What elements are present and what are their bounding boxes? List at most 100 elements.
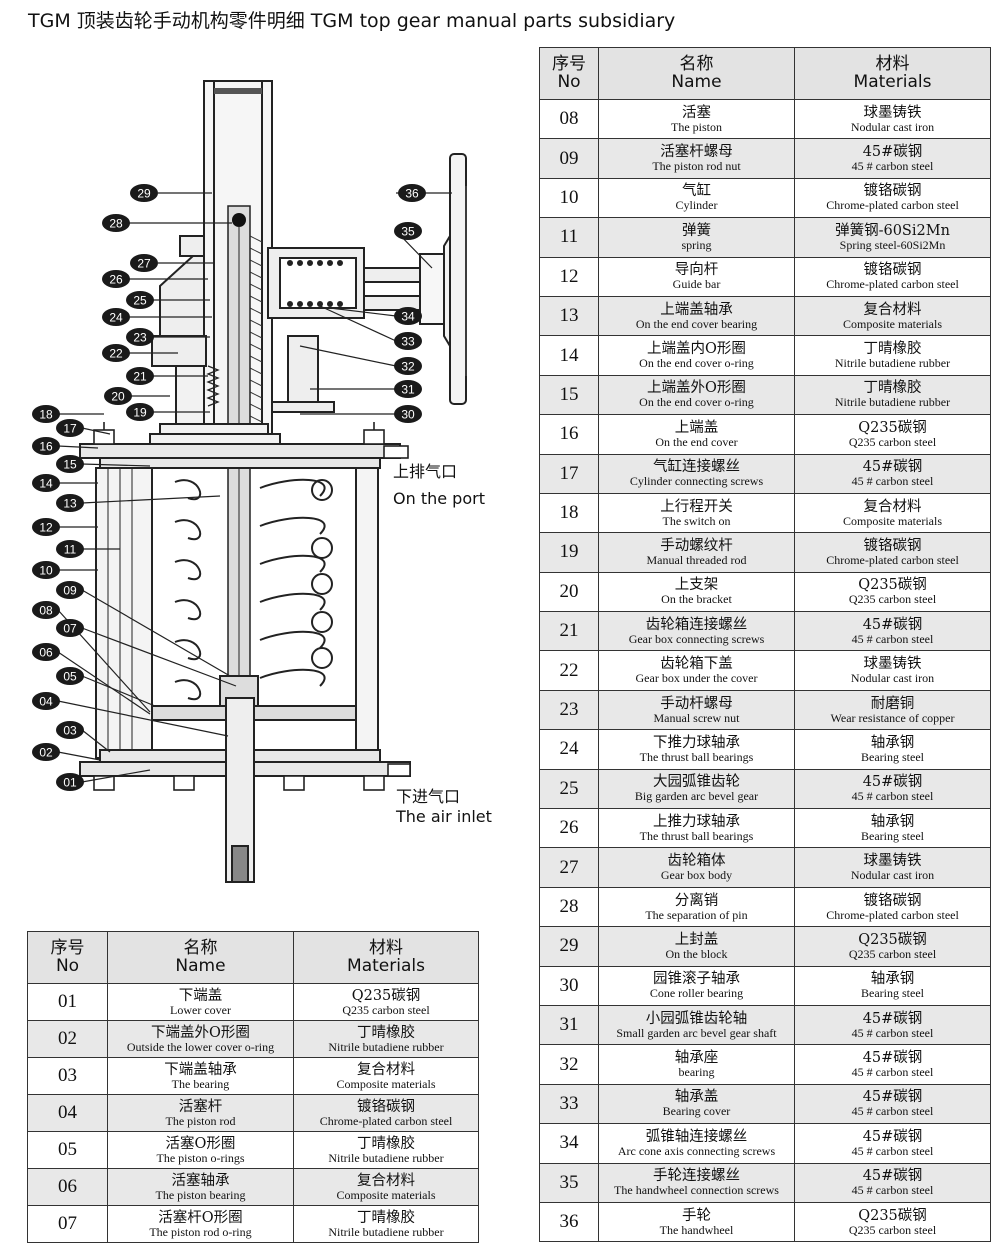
part-material-cn: 轴承钢 (870, 734, 915, 751)
part-material-en: Nitrile butadiene rubber (834, 356, 951, 371)
callout-badge (56, 667, 84, 685)
callout-label: 19 (133, 406, 147, 420)
part-number: 22 (539, 650, 599, 691)
callout-badge (56, 581, 84, 599)
part-name-en: On the end cover o-ring (639, 395, 754, 410)
part-material-cn: 弹簧钢-60Si2Mn (835, 222, 950, 239)
part-name-en: The piston o-rings (156, 1150, 245, 1165)
callout-33: 33 (394, 332, 422, 350)
callout-label: 31 (401, 383, 415, 397)
callout-16: 16 (32, 437, 60, 455)
callout-25: 25 (126, 291, 154, 309)
part-name-en: On the end cover (655, 434, 738, 449)
part-material-cn: 45#碳钢 (862, 459, 923, 476)
callout-badge (394, 307, 422, 325)
part-number: 36 (539, 1201, 599, 1243)
callout-label: 32 (401, 360, 415, 374)
part-material-en: Composite materials (336, 1187, 436, 1202)
part-name-en: The piston (671, 119, 722, 134)
part-number: 06 (27, 1168, 108, 1206)
callout-badge (32, 601, 60, 619)
callout-14: 14 (32, 474, 60, 492)
part-number: 14 (539, 335, 599, 376)
part-name-en: Manual threaded rod (646, 552, 747, 567)
part-material-en: Nodular cast iron (850, 868, 935, 883)
part-material-cn: Q235碳钢 (858, 1207, 927, 1224)
part-number: 30 (539, 965, 599, 1006)
callout-label: 25 (133, 294, 147, 308)
part-name-cn: 活塞杆 (178, 1098, 223, 1115)
part-material-cn: Q235碳钢 (858, 577, 927, 594)
part-material-cn: 轴承钢 (870, 813, 915, 830)
part-name-en: Gear box body (660, 868, 733, 883)
callout-label: 35 (401, 225, 415, 239)
callout-badge (32, 743, 60, 761)
part-name-cn: 手轮 (682, 1207, 711, 1224)
part-name-en: Guide bar (672, 277, 721, 292)
bottom-port-label-cn: 下进气口 (396, 787, 460, 806)
callout-29: 29 (130, 184, 158, 202)
part-material-en: Bearing steel (861, 749, 924, 764)
callout-30: 30 (394, 405, 422, 423)
part-material-cn: 镀铬碳钢 (357, 1098, 415, 1115)
part-name-cn: 上封盖 (674, 931, 719, 948)
callout-label: 33 (401, 335, 415, 349)
callout-badge (32, 561, 60, 579)
part-material-cn: 45#碳钢 (862, 616, 923, 633)
part-name-cn: 下端盖轴承 (164, 1061, 237, 1078)
part-name-en: The thrust ball bearings (639, 828, 754, 843)
part-material-cn: 复合材料 (357, 1061, 415, 1078)
part-material-en: Chrome-plated carbon steel (826, 277, 959, 292)
part-name-en: Gear box under the cover (635, 671, 758, 686)
part-material-cn: 球墨铸铁 (863, 104, 922, 121)
callout-badge (126, 291, 154, 309)
part-name-cn: 大园弧锥齿轮 (653, 774, 740, 791)
callout-28: 28 (102, 214, 130, 232)
part-material-en: Chrome-plated carbon steel (319, 1113, 453, 1128)
part-material-cn: 丁晴橡胶 (357, 1209, 415, 1226)
part-number: 02 (27, 1020, 108, 1058)
part-material-en: Composite materials (336, 1076, 436, 1091)
callout-02: 02 (32, 743, 60, 761)
part-name-cn: 活塞 (682, 104, 711, 121)
part-number: 23 (539, 689, 599, 731)
callout-01: 01 (56, 773, 84, 791)
callout-label: 30 (401, 408, 415, 422)
cylinder (95, 467, 379, 759)
part-number: 24 (539, 729, 599, 770)
callout-label: 04 (39, 695, 53, 709)
callout-label: 10 (39, 564, 53, 578)
part-material-en: 45 # carbon steel (851, 631, 934, 646)
part-material-en: Q235 carbon steel (848, 592, 937, 607)
part-number: 19 (539, 532, 599, 573)
